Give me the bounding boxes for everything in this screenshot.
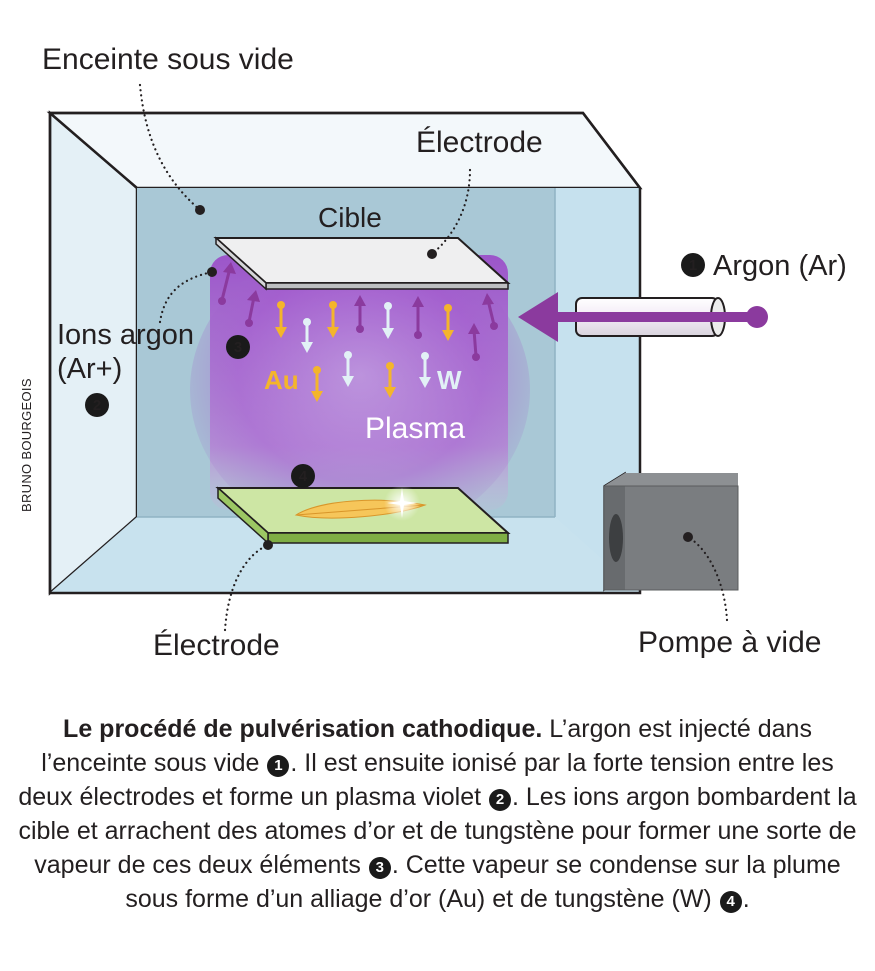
label-au: Au — [264, 365, 299, 395]
tungsten-atom-arrows — [301, 302, 431, 388]
argon-ion — [468, 323, 480, 361]
label-enceinte: Enceinte sous vide — [42, 43, 294, 76]
caption-marker-4: 4 — [719, 891, 742, 913]
marker-3: 3 — [226, 335, 250, 359]
argon-ion — [412, 296, 424, 339]
caption-text-5: . — [742, 885, 750, 913]
gold-atom — [442, 304, 454, 341]
argon-ion — [245, 290, 260, 327]
marker-4-label: 4 — [299, 468, 308, 485]
label-ions-line2: (Ar+) — [57, 353, 122, 385]
marker-2-label: 2 — [93, 397, 101, 414]
target-electrode — [213, 236, 511, 291]
vacuum-pump — [603, 471, 739, 592]
label-ions-line1: Ions argon — [57, 319, 194, 351]
gold-atom — [311, 366, 323, 402]
gold-atom — [327, 301, 339, 338]
caption-title: Le procédé de pulvérisation cathodique. — [63, 715, 543, 743]
argon-ion — [482, 293, 498, 330]
label-w: W — [437, 365, 462, 395]
figure-caption: Le procédé de pulvérisation cathodique. … — [12, 712, 863, 916]
tungsten-atom — [342, 351, 354, 387]
tungsten-atom — [382, 302, 394, 339]
marker-1: 1 — [681, 253, 705, 277]
marker-4: 4 — [291, 464, 315, 488]
feather — [294, 485, 427, 521]
leader-lines — [138, 83, 729, 632]
gold-atom-arrows — [275, 301, 454, 402]
caption-text-4: . Cette vapeur se condense sur la plume … — [125, 851, 841, 913]
marker-3-label: 3 — [234, 339, 242, 356]
plasma-cloud — [190, 240, 530, 540]
marker-1-label: 1 — [689, 257, 697, 274]
caption-marker-1: 1 — [267, 755, 290, 777]
sputtering-diagram: 1 2 3 4 Enceinte sous vide Électrode Cib… — [42, 43, 847, 662]
label-electrode-top: Électrode — [416, 126, 543, 159]
argon-ion — [218, 262, 236, 305]
caption-text-3: . Les ions argon bombardent la cible et … — [18, 783, 857, 879]
argon-ion-arrows — [218, 262, 498, 361]
caption-text-2: . Il est ensuite ionisé par la forte ten… — [18, 749, 834, 811]
argon-inlet-tube — [518, 292, 768, 342]
label-cible: Cible — [318, 202, 382, 233]
tungsten-atom — [419, 352, 431, 388]
tungsten-atom — [301, 318, 313, 353]
argon-ion — [354, 295, 366, 333]
caption-marker-3: 3 — [368, 857, 391, 879]
label-pompe: Pompe à vide — [638, 626, 821, 659]
label-electrode-bottom: Électrode — [153, 629, 280, 662]
caption-text-1: L’argon est injecté dans l’enceinte sous… — [41, 715, 812, 777]
leader-dots — [195, 205, 693, 550]
label-plasma: Plasma — [365, 412, 465, 445]
gold-atom — [384, 362, 396, 398]
gold-atom — [275, 301, 287, 338]
label-argon: Argon (Ar) — [713, 250, 847, 282]
marker-2: 2 — [85, 393, 109, 417]
photo-credit: BRUNO BOURGEOIS — [19, 378, 34, 512]
caption-marker-2: 2 — [489, 789, 512, 811]
